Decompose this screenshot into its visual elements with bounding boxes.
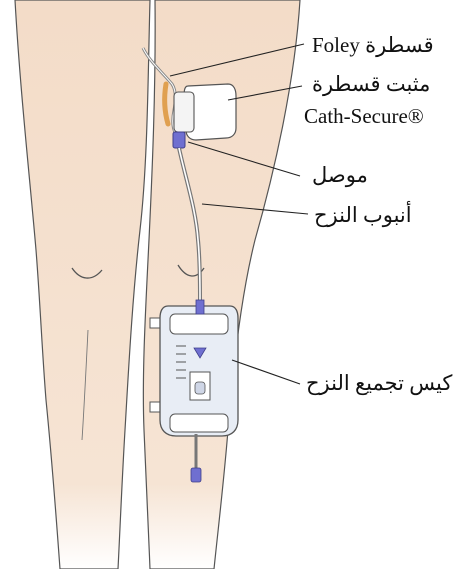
- label-drainage-bag: كيس تجميع النزح: [306, 371, 452, 395]
- label-drainage-tubing: أنبوب النزح: [314, 203, 412, 227]
- left-leg: [15, 0, 150, 569]
- catheter-securer-clip: [174, 92, 194, 132]
- label-catheter-securer-brand: Cath-Secure®: [304, 104, 424, 128]
- bag-bottom-panel: [170, 414, 228, 432]
- label-connector: موصل: [312, 163, 368, 187]
- label-catheter-securer: مثبت قسطرة: [312, 72, 430, 96]
- leader-bag: [232, 360, 300, 384]
- label-foley-catheter: قسطرة Foley: [312, 33, 434, 57]
- bag-drain-valve: [191, 468, 201, 482]
- bag-inlet-port: [196, 300, 204, 314]
- bag-window-handle: [195, 382, 205, 394]
- bag-top-panel: [170, 314, 228, 334]
- connector: [173, 132, 185, 148]
